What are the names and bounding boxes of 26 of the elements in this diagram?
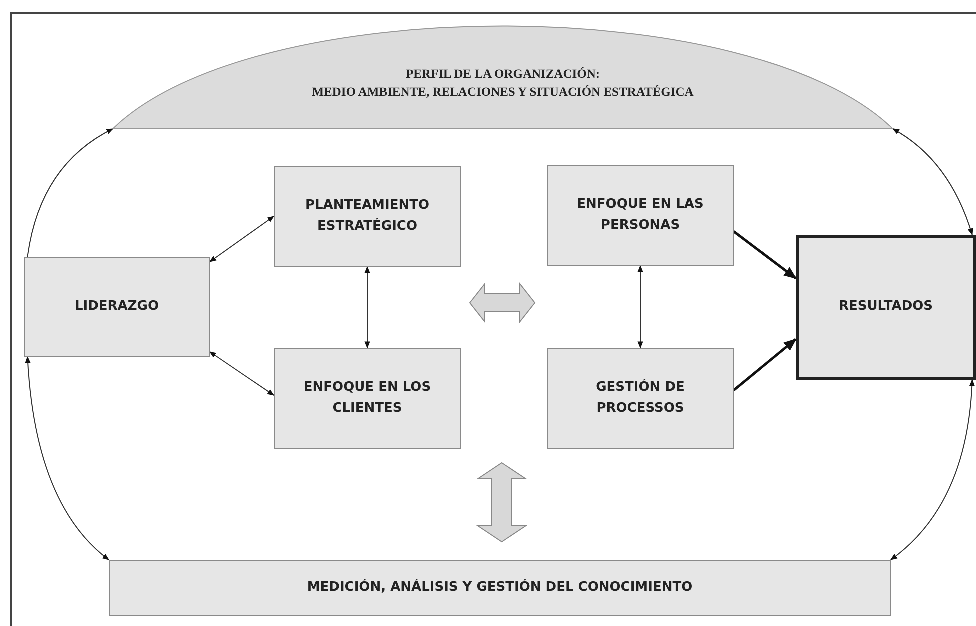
dome-text: MEDIO AMBIENTE, RELACIONES Y SITUACIÓN ESTRATÉGICA [312,84,694,100]
arrow [638,265,644,349]
box-label: GESTIÓN DE PROCESSOS [595,378,686,418]
arrow [892,128,974,236]
process-box [24,257,210,357]
arrow [364,266,370,349]
process-box [274,348,461,449]
box-label: RESULTADOS [838,298,934,316]
box-label: PLANTEAMIENTO ESTRATÉGICO [304,196,430,236]
process-box [547,348,734,449]
process-box [547,165,734,266]
arrow [209,216,275,262]
arrow [890,379,975,560]
box-label: MEDICIÓN, ANÁLISIS Y GESTIÓN DEL CONOCIMIENTO [307,578,693,597]
arrow [733,338,797,392]
arrow [733,230,798,280]
process-box [274,166,461,267]
arrow [25,356,110,560]
box-label: LIDERAZGO [74,298,159,316]
box-label: ENFOQUE EN LAS PERSONAS [576,196,705,234]
arrow [209,352,275,396]
box-label: ENFOQUE EN LOS CLIENTES [302,378,432,418]
dome-text: PERFIL DE LA ORGANIZACIÓN: [406,66,600,83]
knowledge-bar [109,560,891,616]
results-box [796,235,976,380]
arrow [27,128,114,258]
